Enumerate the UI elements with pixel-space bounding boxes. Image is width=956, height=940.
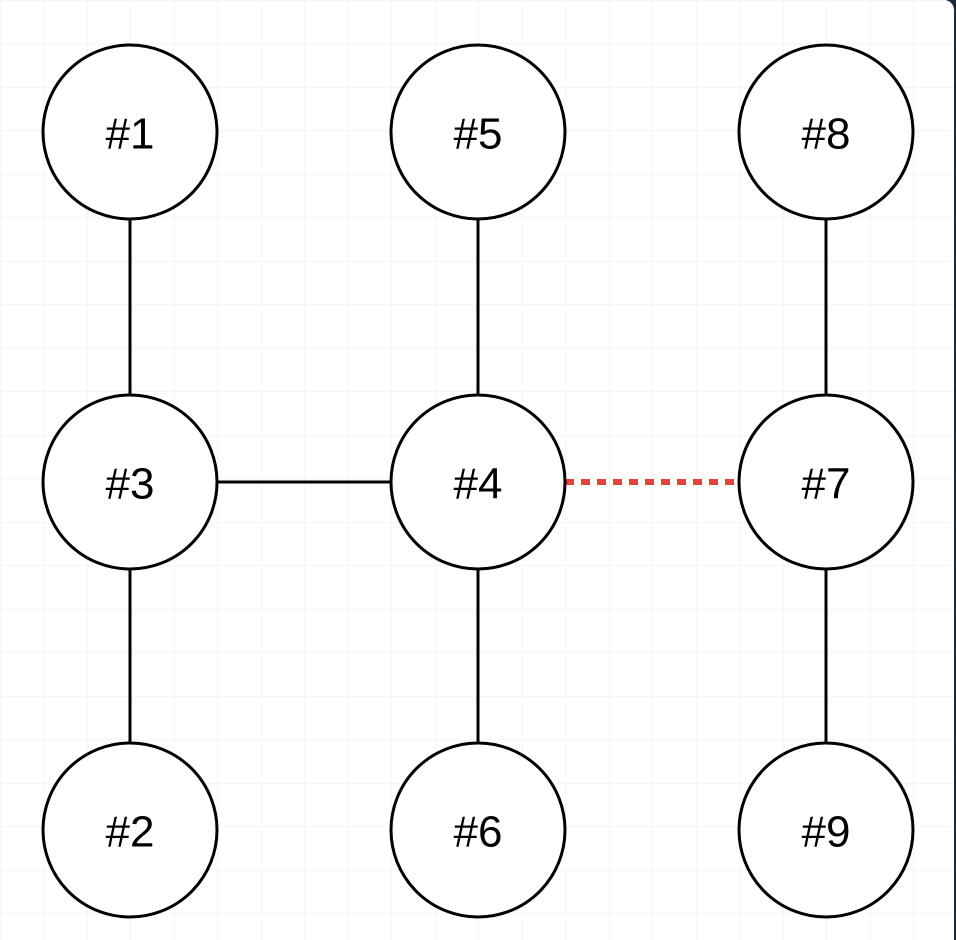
node-label: #1 [106, 110, 155, 159]
node-label: #7 [802, 460, 851, 509]
node-circle[interactable] [41, 393, 219, 571]
node-label: #9 [802, 808, 851, 857]
node-circle[interactable] [389, 741, 567, 919]
node-n4[interactable]: #4 [389, 393, 567, 571]
node-label: #4 [454, 460, 503, 509]
nodes-layer: #1 #5 #8 #3 #4 #7 #2 #6 #9 [41, 43, 915, 919]
node-n2[interactable]: #2 [41, 741, 219, 919]
node-n9[interactable]: #9 [737, 741, 915, 919]
node-label: #5 [454, 110, 503, 159]
node-n3[interactable]: #3 [41, 393, 219, 571]
node-circle[interactable] [737, 393, 915, 571]
node-label: #6 [454, 808, 503, 857]
node-circle[interactable] [389, 393, 567, 571]
node-label: #3 [106, 460, 155, 509]
node-n5[interactable]: #5 [389, 43, 567, 221]
node-circle[interactable] [737, 741, 915, 919]
node-circle[interactable] [389, 43, 567, 221]
node-n8[interactable]: #8 [737, 43, 915, 221]
node-circle[interactable] [41, 43, 219, 221]
node-n7[interactable]: #7 [737, 393, 915, 571]
node-label: #2 [106, 808, 155, 857]
node-label: #8 [802, 110, 851, 159]
node-circle[interactable] [737, 43, 915, 221]
node-circle[interactable] [41, 741, 219, 919]
node-n1[interactable]: #1 [41, 43, 219, 221]
edges-layer [128, 219, 828, 743]
node-n6[interactable]: #6 [389, 741, 567, 919]
